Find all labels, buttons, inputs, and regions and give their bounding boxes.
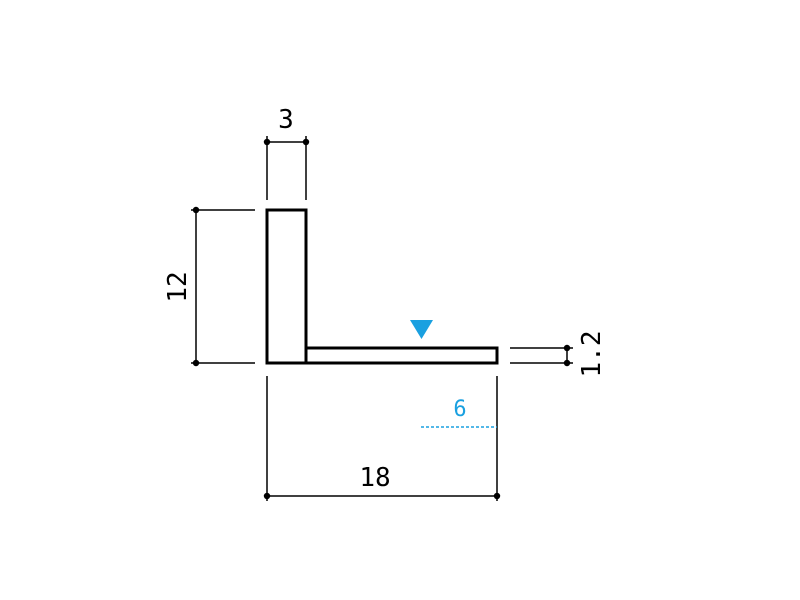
down-triangle-icon: [410, 320, 433, 339]
dimension-terminator: [263, 492, 271, 500]
dimension-terminator: [493, 492, 501, 500]
dimension-label-thickness: 1.2: [577, 331, 607, 378]
dimension-label-length: 18: [359, 463, 390, 493]
l-profile-outline: [265, 208, 499, 365]
dimension-terminator: [263, 138, 271, 146]
load-marker: 6: [410, 320, 497, 428]
dimension-terminator: [192, 206, 200, 214]
dimension-left-height: 12: [163, 206, 255, 367]
dimension-terminator: [302, 138, 310, 146]
dimension-terminator: [563, 359, 571, 367]
dimension-terminator: [192, 359, 200, 367]
dimension-bottom-length: 18: [263, 376, 501, 501]
dimension-right-thickness: 1.2: [510, 331, 607, 378]
marker-distance-label: 6: [453, 397, 466, 422]
dimension-label-height: 12: [163, 271, 193, 302]
dimension-top-width: 3: [263, 105, 310, 200]
dimension-terminator: [563, 344, 571, 352]
dimension-label-width: 3: [278, 105, 294, 135]
